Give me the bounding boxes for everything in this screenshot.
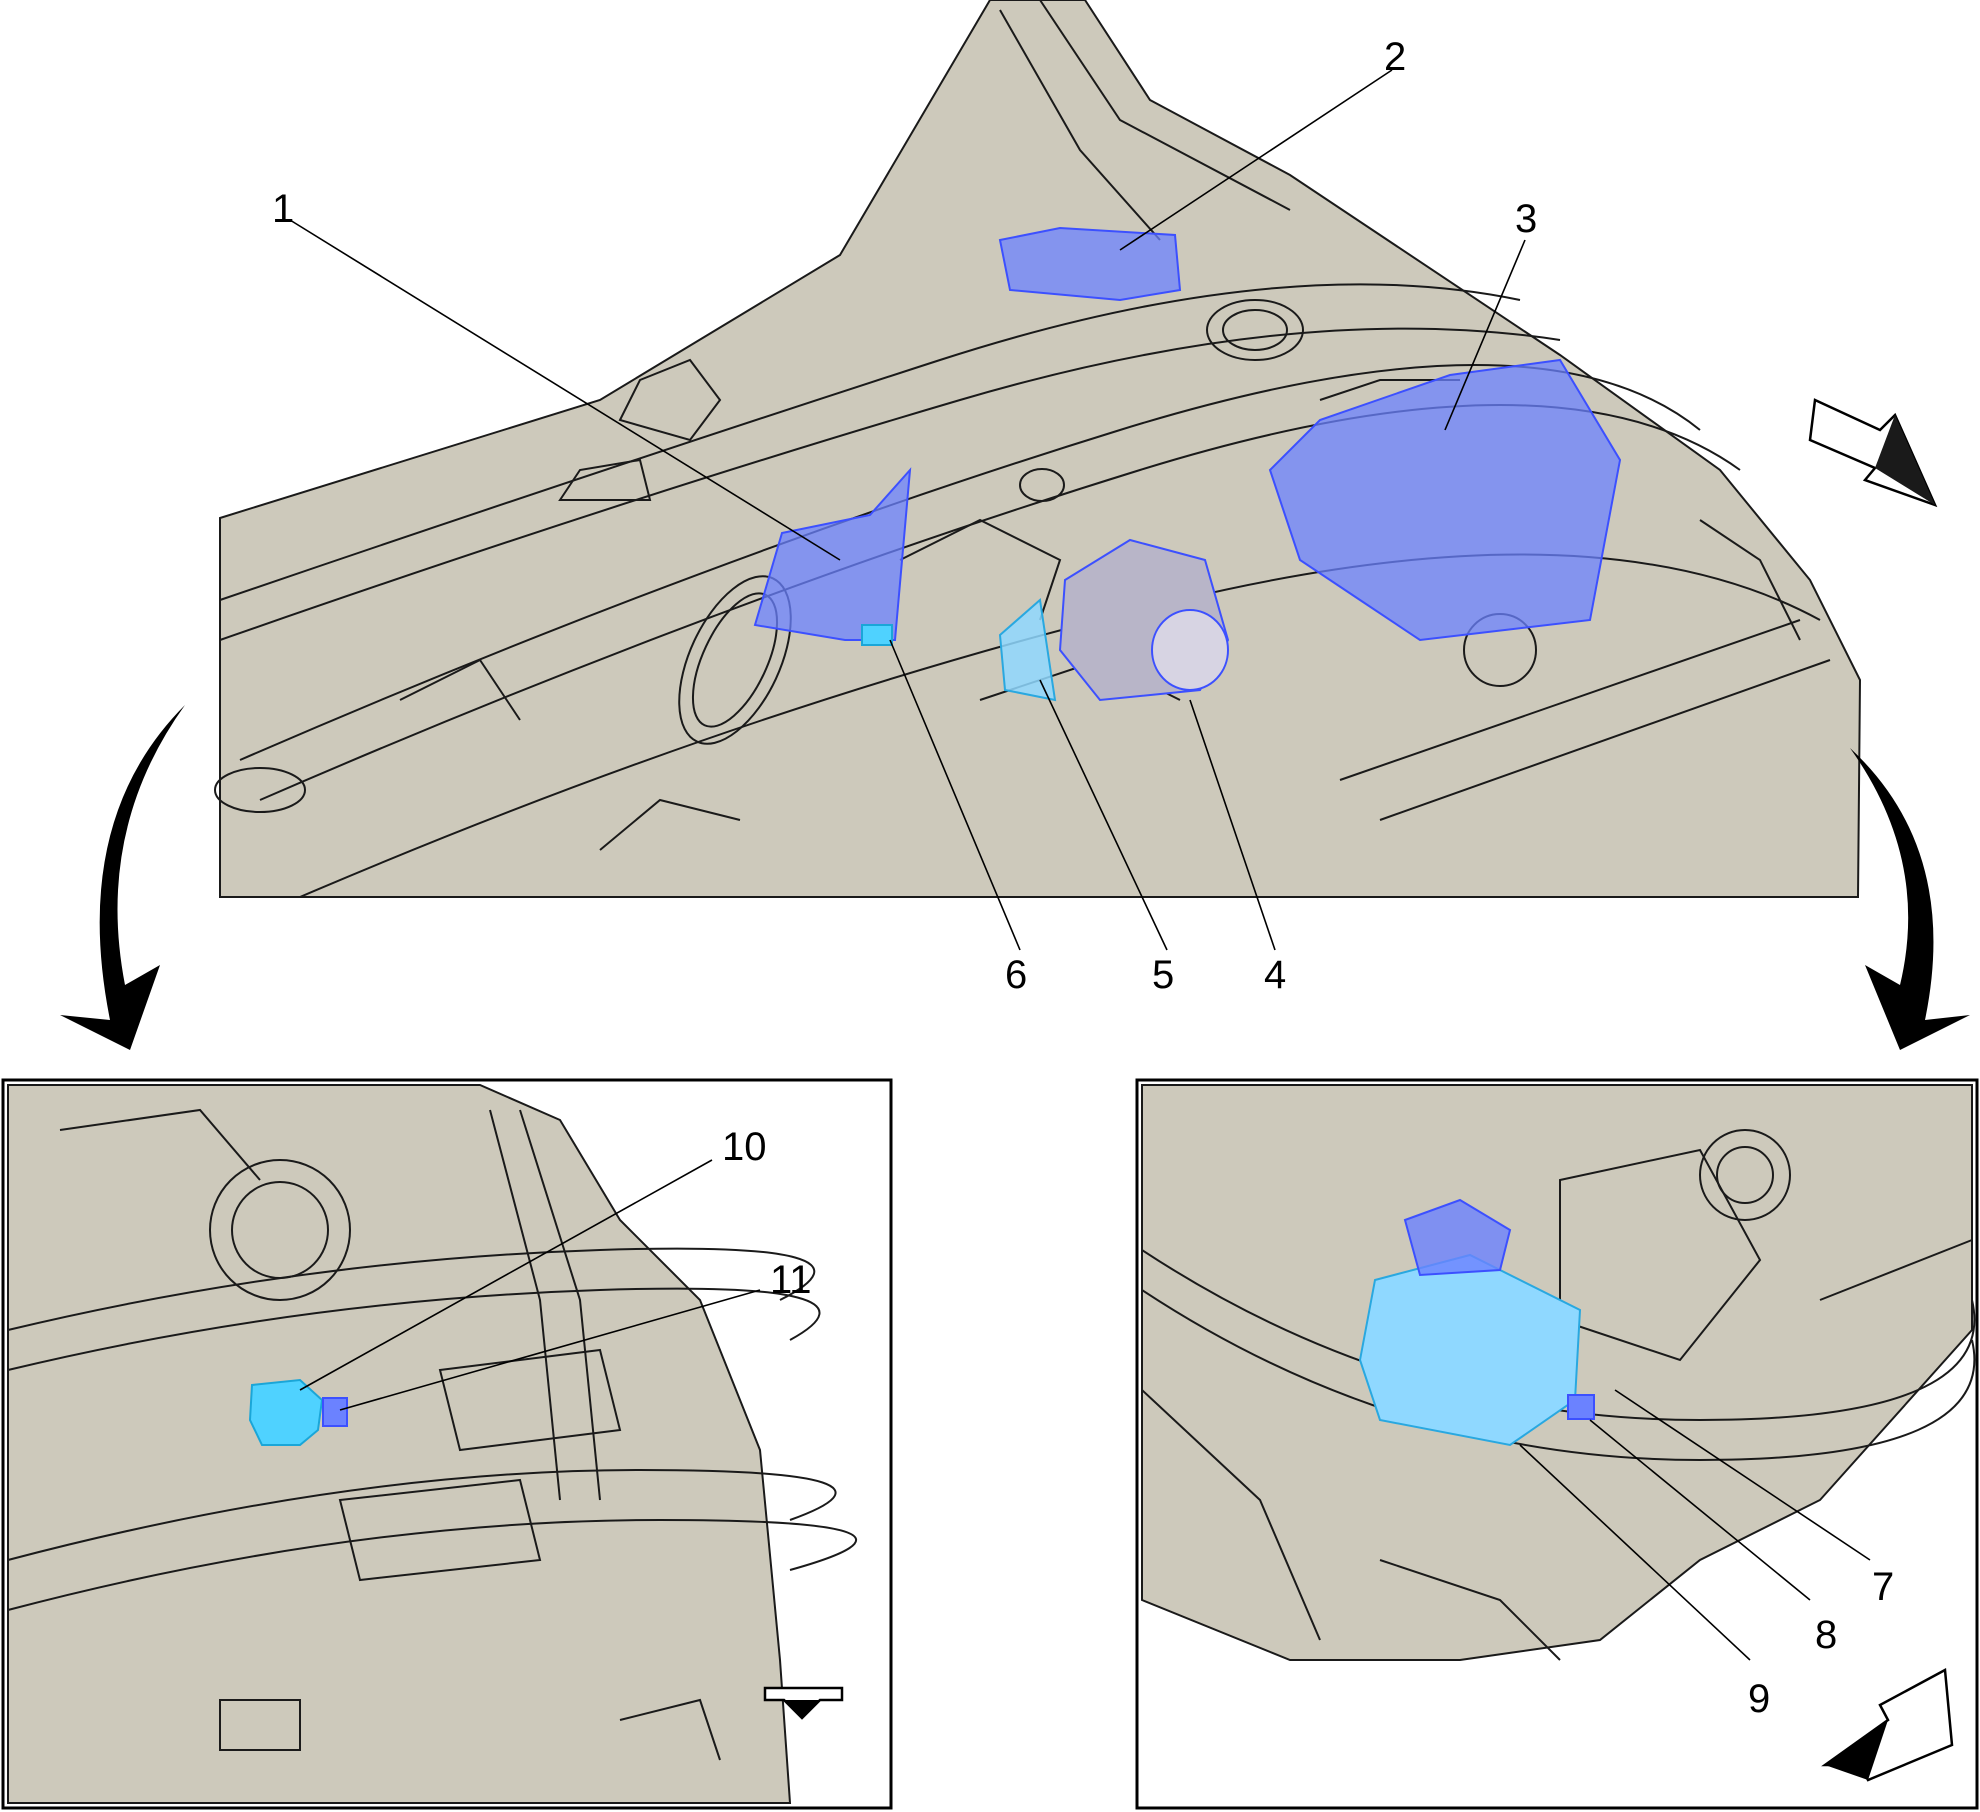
highlight-component-2 bbox=[998, 226, 1182, 302]
engine-bay-linework bbox=[214, 0, 1831, 898]
callout-1: 1 bbox=[272, 187, 294, 231]
view-direction-arrow-main-icon bbox=[1808, 398, 1938, 508]
main-engine-view: 1 2 3 4 5 6 bbox=[214, 0, 1938, 997]
left-detail-view: 10 11 bbox=[1, 1078, 893, 1810]
left-detail-linework bbox=[7, 1108, 857, 1761]
right-leader-lines bbox=[1519, 1389, 1871, 1661]
left-detail-body bbox=[7, 1084, 792, 1804]
highlight-component-7 bbox=[1403, 1198, 1512, 1277]
callout-3: 3 bbox=[1515, 197, 1537, 241]
right-detail-view: 7 8 9 bbox=[1135, 1078, 1979, 1810]
curved-arrow-left-icon bbox=[60, 705, 185, 1050]
view-direction-arrow-right-icon bbox=[1821, 1668, 1954, 1782]
highlight-component-8 bbox=[1567, 1394, 1595, 1420]
highlight-component-3 bbox=[1268, 358, 1622, 642]
callout-6: 6 bbox=[1005, 953, 1027, 997]
right-detail-linework bbox=[1141, 1129, 1976, 1661]
curved-arrow-right-icon bbox=[1850, 748, 1970, 1050]
callout-11: 11 bbox=[770, 1258, 812, 1302]
highlight-component-11 bbox=[322, 1397, 348, 1427]
highlight-component-10 bbox=[248, 1378, 324, 1446]
highlight-component-6 bbox=[861, 624, 893, 646]
callout-8: 8 bbox=[1815, 1613, 1837, 1657]
callout-4: 4 bbox=[1264, 953, 1286, 997]
callout-7: 7 bbox=[1872, 1565, 1894, 1609]
main-callouts: 1 2 3 4 5 6 bbox=[272, 35, 1537, 997]
callout-2: 2 bbox=[1384, 35, 1406, 79]
callout-5: 5 bbox=[1152, 953, 1174, 997]
highlight-component-5 bbox=[998, 598, 1057, 702]
main-leader-lines bbox=[289, 69, 1526, 951]
highlight-component-4 bbox=[1058, 538, 1230, 702]
view-direction-arrow-left-icon bbox=[763, 1686, 844, 1720]
callout-10: 10 bbox=[722, 1125, 767, 1169]
left-leader-lines bbox=[299, 1159, 761, 1411]
callout-9: 9 bbox=[1748, 1677, 1770, 1721]
engine-bay-body bbox=[219, 0, 1862, 898]
